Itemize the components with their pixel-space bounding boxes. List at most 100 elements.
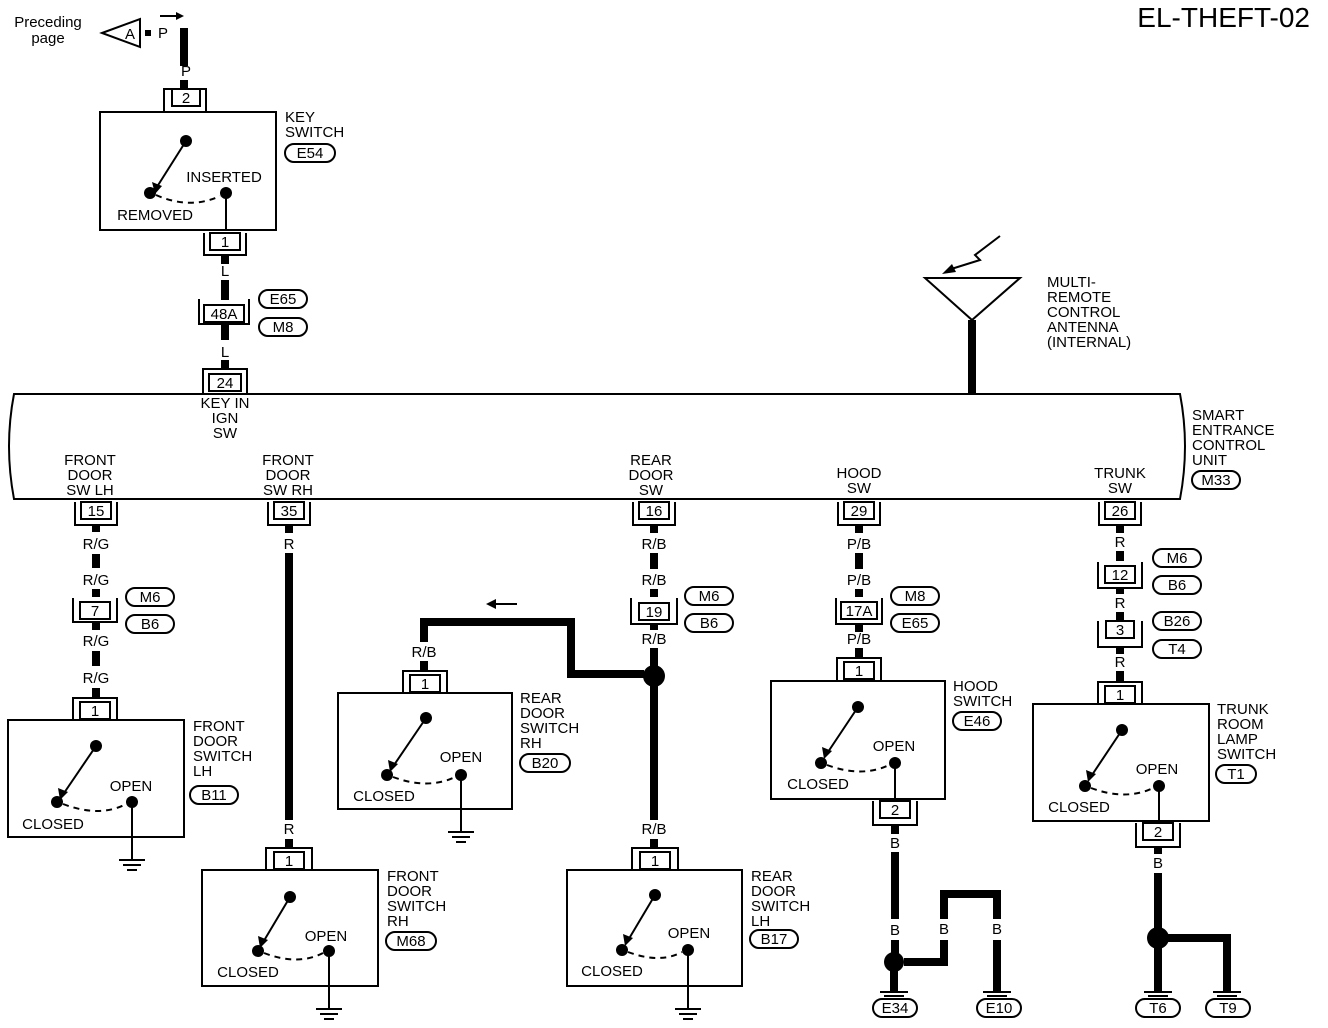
page-title: EL-THEFT-02 xyxy=(1137,2,1310,33)
svg-text:R/G: R/G xyxy=(83,572,110,589)
svg-text:L: L xyxy=(221,263,229,280)
svg-text:REAR: REAR xyxy=(520,690,562,707)
svg-text:KEY: KEY xyxy=(285,109,315,126)
svg-text:P/B: P/B xyxy=(847,572,871,589)
svg-text:OPEN: OPEN xyxy=(873,738,916,755)
svg-text:OPEN: OPEN xyxy=(440,749,483,766)
svg-text:HOOD: HOOD xyxy=(837,465,882,482)
svg-text:M8: M8 xyxy=(905,588,926,605)
svg-text:E10: E10 xyxy=(986,1000,1013,1017)
svg-text:P: P xyxy=(158,25,168,42)
svg-text:1: 1 xyxy=(651,853,659,870)
svg-text:1: 1 xyxy=(855,663,863,680)
svg-text:IGN: IGN xyxy=(212,410,239,427)
svg-text:E34: E34 xyxy=(882,1000,909,1017)
svg-text:SMART: SMART xyxy=(1192,407,1244,424)
svg-text:SWITCH: SWITCH xyxy=(751,898,810,915)
svg-text:E65: E65 xyxy=(270,291,297,308)
svg-text:M6: M6 xyxy=(1167,550,1188,567)
svg-text:REAR: REAR xyxy=(630,452,672,469)
svg-text:RH: RH xyxy=(387,913,409,930)
antenna-icon xyxy=(922,277,1023,322)
svg-text:REMOVED: REMOVED xyxy=(117,207,193,224)
svg-text:SWITCH: SWITCH xyxy=(953,693,1012,710)
svg-text:B: B xyxy=(1153,855,1163,872)
svg-text:OPEN: OPEN xyxy=(1136,761,1179,778)
svg-text:1: 1 xyxy=(221,234,229,251)
front-door-switch-rh-branch: R R 1 OPEN CLOSED FRONT DOOR SWITCH RH M… xyxy=(201,525,446,1020)
svg-text:R: R xyxy=(1115,654,1126,671)
svg-text:1: 1 xyxy=(421,676,429,693)
svg-text:OPEN: OPEN xyxy=(110,778,153,795)
multi-remote-control-antenna: MULTI- REMOTE CONTROL ANTENNA (INTERNAL) xyxy=(922,235,1131,393)
svg-text:T6: T6 xyxy=(1149,1000,1167,1017)
svg-text:R: R xyxy=(1115,595,1126,612)
svg-text:SW: SW xyxy=(639,482,664,499)
svg-text:TRUNK: TRUNK xyxy=(1094,465,1146,482)
svg-text:CLOSED: CLOSED xyxy=(217,964,279,981)
svg-text:R/G: R/G xyxy=(83,670,110,687)
svg-text:16: 16 xyxy=(646,503,663,520)
svg-text:A: A xyxy=(125,26,135,43)
svg-text:DOOR: DOOR xyxy=(266,467,311,484)
svg-text:M6: M6 xyxy=(699,588,720,605)
svg-text:SW RH: SW RH xyxy=(263,482,313,499)
svg-text:SWITCH: SWITCH xyxy=(285,124,344,141)
svg-text:FRONT: FRONT xyxy=(64,452,116,469)
svg-text:3: 3 xyxy=(1116,622,1124,639)
svg-text:(INTERNAL): (INTERNAL) xyxy=(1047,334,1131,351)
key-switch: P 2 INSERTED REMOVED KEY SWITCH E54 1 xyxy=(99,60,344,256)
svg-text:page: page xyxy=(31,30,64,47)
svg-text:REAR: REAR xyxy=(751,868,793,885)
direction-arrow-icon xyxy=(486,599,496,609)
svg-text:CONTROL: CONTROL xyxy=(1047,304,1120,321)
svg-text:LH: LH xyxy=(193,763,212,780)
svg-text:R/B: R/B xyxy=(411,644,436,661)
svg-text:P: P xyxy=(181,63,191,80)
svg-text:R/B: R/B xyxy=(641,572,666,589)
svg-text:15: 15 xyxy=(88,503,105,520)
svg-text:35: 35 xyxy=(281,503,298,520)
svg-text:1: 1 xyxy=(285,853,293,870)
svg-text:T4: T4 xyxy=(1168,641,1186,658)
svg-text:B6: B6 xyxy=(700,615,718,632)
svg-text:B: B xyxy=(939,921,949,938)
svg-text:B: B xyxy=(890,922,900,939)
svg-text:FRONT: FRONT xyxy=(262,452,314,469)
svg-text:R/B: R/B xyxy=(641,536,666,553)
svg-text:DOOR: DOOR xyxy=(193,733,238,750)
rear-door-switch-rh: 1 OPEN CLOSED REAR DOOR SWITCH RH B20 xyxy=(337,670,579,843)
svg-text:Preceding: Preceding xyxy=(14,14,82,31)
svg-text:SWITCH: SWITCH xyxy=(1217,746,1276,763)
svg-text:B17: B17 xyxy=(761,931,788,948)
svg-text:DOOR: DOOR xyxy=(387,883,432,900)
svg-text:E46: E46 xyxy=(964,713,991,730)
svg-text:CLOSED: CLOSED xyxy=(787,776,849,793)
svg-text:OPEN: OPEN xyxy=(668,925,711,942)
svg-text:7: 7 xyxy=(91,603,99,620)
svg-text:R: R xyxy=(284,536,295,553)
svg-text:LAMP: LAMP xyxy=(1217,731,1258,748)
svg-text:KEY IN: KEY IN xyxy=(201,395,250,412)
svg-text:M33: M33 xyxy=(1201,472,1230,489)
svg-text:2: 2 xyxy=(182,90,190,107)
svg-text:CLOSED: CLOSED xyxy=(353,788,415,805)
svg-text:CONTROL: CONTROL xyxy=(1192,437,1265,454)
svg-text:REMOTE: REMOTE xyxy=(1047,289,1111,306)
svg-text:B6: B6 xyxy=(141,616,159,633)
svg-text:SW LH: SW LH xyxy=(66,482,114,499)
svg-text:MULTI-: MULTI- xyxy=(1047,274,1096,291)
rear-door-switch-lh: 1 OPEN CLOSED REAR DOOR SWITCH LH B17 xyxy=(566,847,810,1020)
svg-text:DOOR: DOOR xyxy=(751,883,796,900)
svg-text:B: B xyxy=(890,835,900,852)
svg-text:CLOSED: CLOSED xyxy=(1048,799,1110,816)
svg-text:29: 29 xyxy=(851,503,868,520)
svg-text:48A: 48A xyxy=(211,306,238,323)
svg-text:CLOSED: CLOSED xyxy=(22,816,84,833)
svg-text:SW: SW xyxy=(213,425,238,442)
svg-text:INSERTED: INSERTED xyxy=(186,169,262,186)
svg-text:2: 2 xyxy=(891,802,899,819)
svg-text:SWITCH: SWITCH xyxy=(193,748,252,765)
smart-entrance-control-unit: KEY IN IGN SW FRONT DOOR SW LH FRONT DOO… xyxy=(8,393,1275,526)
